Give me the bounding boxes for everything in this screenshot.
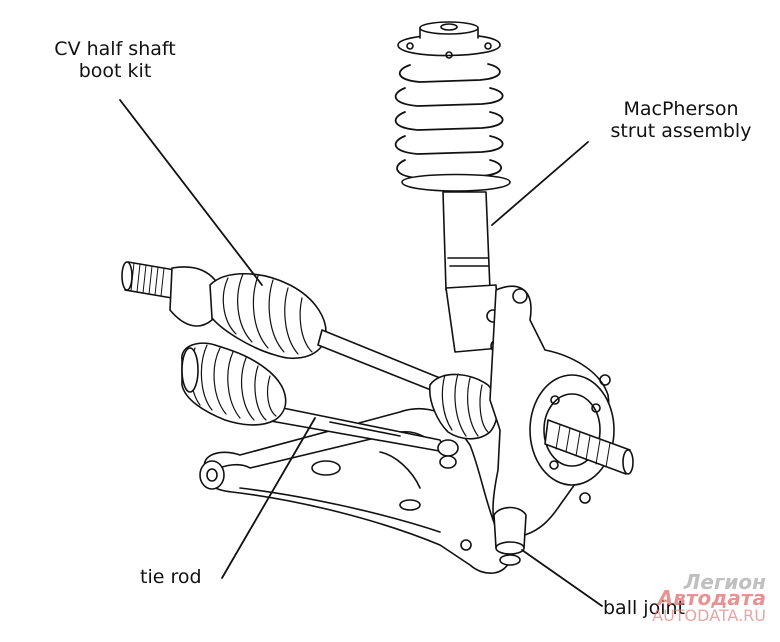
label-cv-line2: boot kit [78, 60, 152, 82]
steering-knuckle [437, 285, 634, 541]
macpherson-strut [394, 21, 511, 353]
label-mac-line2: strut assembly [610, 120, 752, 142]
label-cv-line1: CV half shaft [54, 38, 176, 60]
watermark-line2: Автодата [657, 586, 766, 610]
watermark-line3: AUTODATA.RU [652, 606, 766, 625]
label-ball-joint: ball joint [603, 597, 685, 619]
watermark-logo: Легион Автодата AUTODATA.RU [646, 566, 766, 636]
cv-half-shaft [121, 261, 499, 440]
leader-ball-joint [521, 549, 603, 607]
leader-strut [491, 141, 589, 226]
label-macpherson-strut: MacPherson strut assembly [596, 98, 766, 142]
leader-cv-boot [119, 99, 263, 286]
watermark-line1: Легион [683, 570, 766, 594]
label-tie-rod: tie rod [140, 566, 202, 588]
leader-tie-rod [221, 417, 316, 579]
label-mac-line1: MacPherson [623, 98, 739, 120]
label-cv-half-shaft-boot-kit: CV half shaft boot kit [30, 38, 200, 82]
leader-lines [119, 99, 603, 607]
ball-joint [460, 506, 527, 566]
